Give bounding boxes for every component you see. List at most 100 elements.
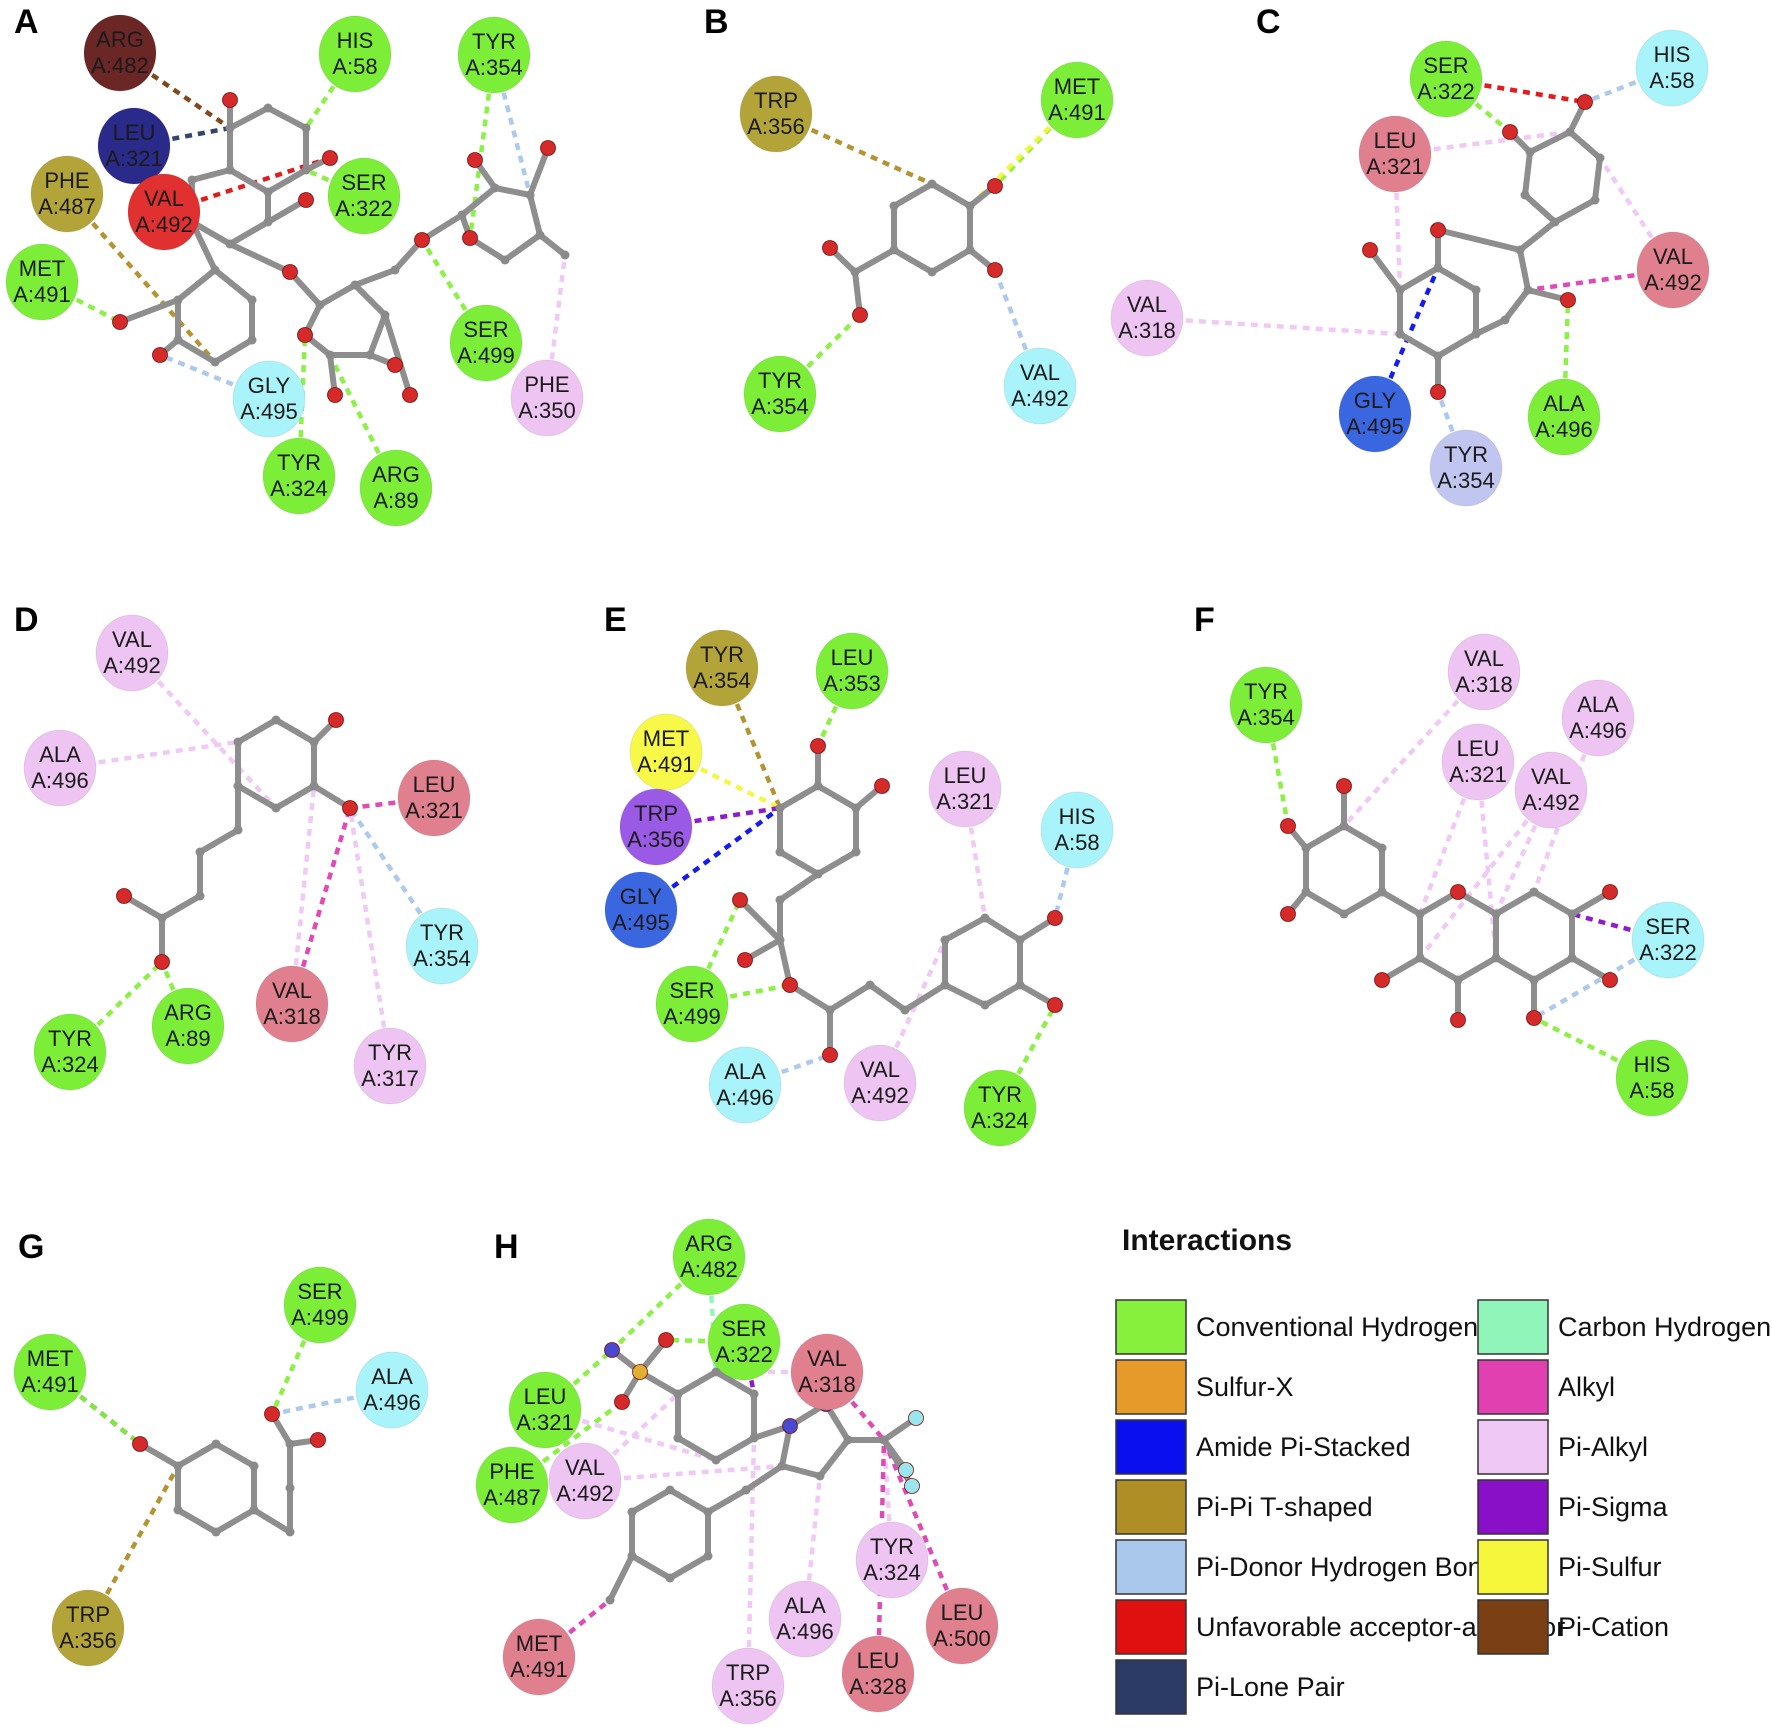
- heteroatom: [782, 977, 798, 993]
- carbon-atom: [965, 201, 975, 211]
- residue-name: ARG: [372, 462, 420, 487]
- heteroatom: [402, 387, 418, 403]
- carbon-atom: [940, 980, 950, 990]
- ligand-bond: [1303, 889, 1347, 917]
- legend-item: Pi-Cation: [1477, 1599, 1669, 1655]
- carbon-atom: [1529, 887, 1539, 897]
- interaction-line: [1598, 156, 1675, 272]
- residue-disc: [127, 173, 201, 251]
- legend-swatch: [1477, 1479, 1549, 1535]
- heteroatom: [1602, 972, 1618, 988]
- residue-name: ALA: [371, 1364, 413, 1389]
- ligand-bond: [867, 982, 908, 1013]
- residue-name: PHE: [524, 372, 569, 397]
- residue-number: A:318: [1455, 672, 1513, 697]
- residue-disc: [1527, 378, 1601, 456]
- residue-name: SER: [669, 978, 714, 1003]
- legend-swatch: [1115, 1599, 1187, 1655]
- carbon-atom: [500, 255, 510, 265]
- heteroatom: [222, 92, 238, 108]
- ligand-bond: [1517, 247, 1531, 293]
- residue-name: TYR: [368, 1040, 412, 1065]
- residue-number: A:318: [1118, 318, 1176, 343]
- carbon-atom: [233, 825, 243, 835]
- ligand-bond: [881, 1437, 915, 1489]
- legend-swatch: [1477, 1539, 1549, 1595]
- heteroatom: [282, 264, 298, 280]
- legend-swatch: [1115, 1419, 1187, 1475]
- residue-name: ALA: [1543, 391, 1585, 416]
- carbon-atom: [1520, 190, 1530, 200]
- heteroatom: [737, 952, 753, 968]
- residue-number: A:482: [680, 1257, 738, 1282]
- carbon-atom: [850, 267, 860, 277]
- residue-disc: [508, 1371, 582, 1449]
- carbon-atom: [380, 310, 390, 320]
- interaction-line: [655, 805, 781, 830]
- residue-disc: [1003, 347, 1077, 425]
- residue-disc: [855, 1521, 929, 1599]
- residue-number: A:499: [291, 1305, 349, 1330]
- legend-label: Carbon Hydrogen Bond: [1558, 1312, 1772, 1342]
- heteroatom: [327, 387, 343, 403]
- interaction-line: [289, 807, 353, 1005]
- residue-name: ALA: [1577, 692, 1619, 717]
- carbon-atom: [263, 103, 273, 113]
- ligand-bond: [777, 871, 821, 903]
- residue-name: TRP: [726, 1660, 770, 1685]
- residue-number: A:321: [1449, 762, 1507, 787]
- residue-disc: [83, 14, 157, 92]
- interaction-line: [491, 54, 533, 196]
- legend-label: Amide Pi-Stacked: [1196, 1432, 1411, 1462]
- panel-label-b: B: [704, 3, 729, 41]
- ligand-bond: [537, 232, 568, 258]
- ligand-bond: [817, 1437, 851, 1479]
- residue-name: TYR: [1444, 442, 1488, 467]
- residue-name: ALA: [724, 1059, 766, 1084]
- residue-number: A:500: [933, 1626, 991, 1651]
- carbon-atom: [263, 217, 273, 227]
- heteroatom: [632, 1364, 648, 1380]
- heteroatom: [1560, 292, 1576, 308]
- legend-item: Pi-Alkyl: [1477, 1419, 1648, 1475]
- ligand-bond: [527, 145, 551, 198]
- panel-label-e: E: [604, 601, 627, 639]
- interaction-line: [130, 651, 278, 810]
- carbon-atom: [211, 1439, 221, 1449]
- heteroatom: [658, 1332, 674, 1348]
- ligand-bond: [227, 219, 271, 247]
- ligand-bond: [852, 247, 897, 275]
- ligand-bond: [159, 893, 203, 921]
- interaction-line: [665, 749, 781, 811]
- carbon-atom: [301, 123, 311, 133]
- residue-name: VAL: [112, 627, 152, 652]
- residue-disc: [925, 1587, 999, 1665]
- residue-name: MET: [1054, 74, 1100, 99]
- ligand-bond: [175, 267, 218, 303]
- ligand-bond: [929, 247, 973, 275]
- ligand-bond: [235, 717, 279, 745]
- ligand-bond: [189, 167, 233, 183]
- carbon-atom: [741, 1485, 751, 1495]
- heteroatom: [987, 178, 1003, 194]
- carbon-atom: [1433, 351, 1443, 361]
- residue-number: A:356: [747, 114, 805, 139]
- carbon-atom: [889, 201, 899, 211]
- interaction-line: [962, 788, 988, 919]
- residue-disc: [449, 304, 523, 382]
- residue-disc: [359, 449, 433, 527]
- interaction-line: [510, 1400, 624, 1487]
- heteroatom: [604, 1342, 620, 1358]
- residue-disc: [397, 759, 471, 837]
